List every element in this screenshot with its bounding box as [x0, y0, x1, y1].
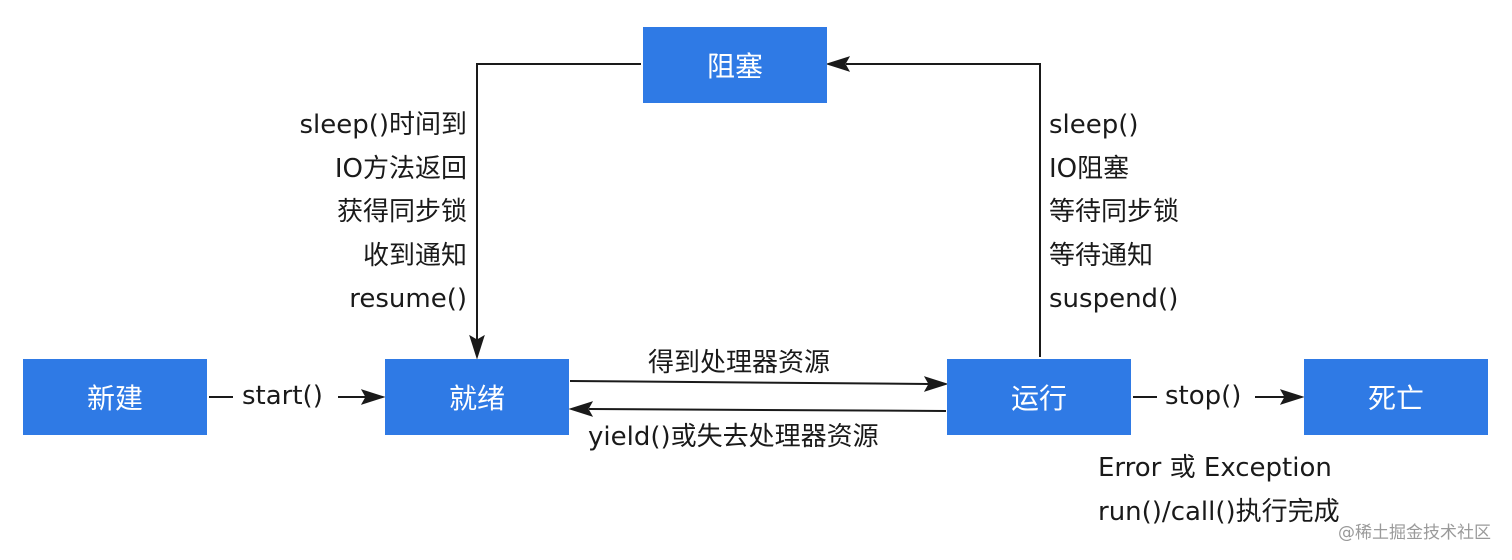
- lose-cpu-arrowhead: [568, 401, 594, 417]
- to-blocked-edge-line: [846, 63, 1041, 357]
- stop-label: stop(): [1165, 381, 1242, 411]
- to-blocked-condition: 等待同步锁: [1049, 197, 1180, 228]
- from-blocked-condition: IO方法返回: [334, 153, 467, 184]
- to-dead-condition: run()/call()执行完成: [1098, 496, 1340, 527]
- to-blocked-condition: IO阻塞: [1049, 153, 1130, 184]
- to-blocked-condition: sleep(): [1049, 110, 1139, 140]
- node-new: 新建: [23, 359, 207, 435]
- from-blocked-condition: 获得同步锁: [336, 197, 467, 228]
- from-blocked-condition: sleep()时间到: [299, 110, 467, 140]
- watermark: @稀土掘金技术社区: [1338, 523, 1491, 543]
- to-blocked-condition: 等待通知: [1049, 240, 1154, 271]
- from-blocked-arrowhead: [469, 334, 485, 360]
- start-label: start(): [242, 381, 323, 411]
- stop-arrowhead: [1279, 389, 1305, 405]
- node-ready: 就绪: [385, 359, 569, 435]
- get-cpu-arrowhead: [923, 376, 949, 392]
- start-arrowhead: [360, 389, 386, 405]
- get-cpu-edge-line: [569, 380, 930, 385]
- to-blocked-arrowhead: [825, 56, 851, 72]
- to-blocked-condition: suspend(): [1049, 284, 1179, 315]
- from-blocked-edge-line: [476, 63, 641, 340]
- node-dead: 死亡: [1304, 359, 1488, 435]
- lose-cpu-label: yield()或失去处理器资源: [588, 422, 879, 452]
- to-dead-conditions: Error 或 Exception run()/call()执行完成: [1098, 447, 1340, 534]
- from-blocked-condition: resume(): [349, 284, 467, 315]
- to-blocked-conditions: sleep() IO阻塞 等待同步锁 等待通知 suspend(): [1049, 104, 1179, 322]
- node-blocked: 阻塞: [643, 27, 827, 103]
- lose-cpu-edge-line: [588, 408, 947, 412]
- get-cpu-label: 得到处理器资源: [648, 348, 831, 378]
- from-blocked-conditions: sleep()时间到 IO方法返回 获得同步锁 收到通知 resume(): [299, 104, 467, 322]
- from-blocked-condition: 收到通知: [362, 240, 467, 271]
- to-dead-condition: Error 或 Exception: [1098, 453, 1332, 483]
- node-running: 运行: [947, 359, 1131, 435]
